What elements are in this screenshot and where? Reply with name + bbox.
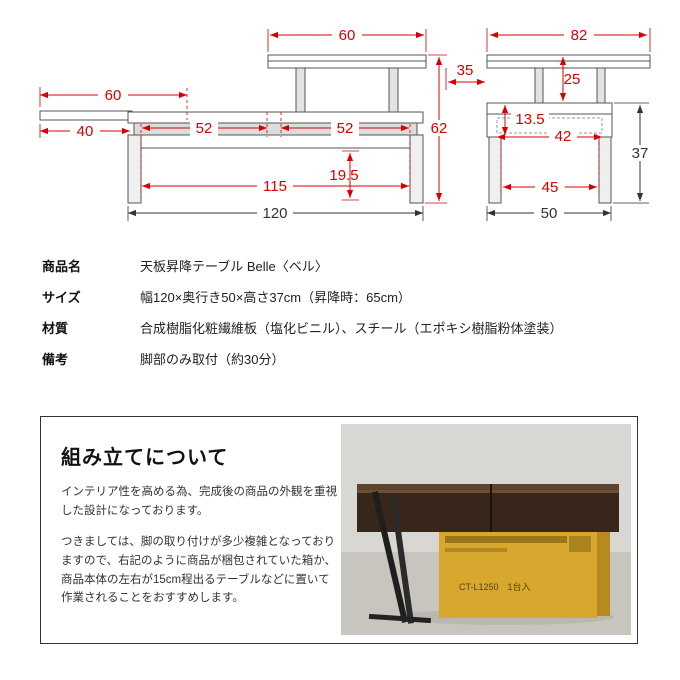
dim-label-front-top-width: 60 [339,27,356,44]
dim-label-front-span-right: 52 [337,120,354,137]
lift-support-b [596,67,606,104]
tabletop-slab [357,484,619,532]
spec-label: サイズ [42,290,81,305]
dimension-diagrams: 60 60 40 52 52 62 [39,27,656,222]
dim-label-front-under-clearance: 19.5 [329,167,358,184]
slide-out-shelf [39,110,133,121]
dim-label-front-span-left: 52 [196,120,213,137]
dim-front-span-left: 52 [142,120,267,137]
dim-side-total-depth: 50 [486,205,612,222]
lift-support-a [534,67,544,104]
assembly-title: 組み立てについて [61,447,229,469]
assembly-photo: CT-L1250 1台入 [341,424,631,635]
leg-front [488,136,502,204]
dim-side-lift-stroke: 25 [559,56,581,101]
dim-side-front-overhang: 35 [445,62,485,90]
dim-label-front-inner-width: 115 [263,178,287,195]
dim-label-side-top-depth: 82 [571,27,588,44]
dim-label-side-inner-top-depth: 42 [555,128,572,145]
dim-front-shelf-width: 60 [39,87,187,107]
spec-table: 商品名 天板昇降テーブル Belle〈ベル〉 サイズ 幅120×奥行き50×高さ… [42,258,642,382]
apron [133,122,418,136]
dim-front-top-width: 60 [267,27,427,52]
lift-support-left [295,67,306,113]
spec-value: 脚部のみ取付（約30分） [140,352,285,367]
dim-front-inner-width: 115 [142,178,409,195]
assembly-paragraph-2: つきましては、脚の取り付けが多少複雑となっておりますので、右記のように商品が梱包… [61,536,336,605]
spec-label: 商品名 [42,259,82,274]
leg-right [409,134,424,204]
dim-label-front-total-width: 120 [262,205,287,222]
spec-value: 幅120×奥行き50×高さ37cm（昇降時：65cm） [140,290,411,305]
dim-side-top-depth: 82 [486,27,651,52]
dim-front-shelf-overhang: 40 [39,123,130,140]
spec-row-material: 材質 合成樹脂化粧繊維板（塩化ビニル）、スチール（エポキシ樹脂粉体塗装） [42,320,642,338]
dim-label-front-shelf-overhang: 40 [77,123,94,140]
dim-label-side-frame-height: 13.5 [515,111,544,128]
spec-value: 天板昇降テーブル Belle〈ベル〉 [140,259,328,274]
dim-front-raised-height: 62 [424,54,454,204]
dim-label-side-inner-depth: 45 [542,179,559,196]
dim-side-frame-height: 13.5 [501,105,549,135]
leg-left [127,134,142,204]
dim-front-span-right: 52 [281,120,409,137]
dim-front-total-width: 120 [127,205,424,222]
dim-label-side-lift-stroke: 25 [564,71,581,88]
dim-side-total-height: 37 [613,102,656,204]
dim-side-inner-depth: 45 [503,179,597,196]
dim-label-side-total-depth: 50 [541,205,558,222]
box-model-label: CT-L1250 1台入 [459,581,531,592]
spec-row-product-name: 商品名 天板昇降テーブル Belle〈ベル〉 [42,258,642,276]
assembly-paragraph-1: インテリア性を高める為、完成後の商品の外観を重視した設計になっております。 [61,486,337,517]
dim-side-inner-top-depth: 42 [497,128,602,145]
spec-value: 合成樹脂化粧繊維板（塩化ビニル）、スチール（エポキシ樹脂粉体塗装） [140,321,563,336]
lift-support-right [388,67,399,113]
dim-label-front-shelf-width: 60 [105,87,122,104]
spec-label: 材質 [42,321,69,336]
spec-row-size: サイズ 幅120×奥行き50×高さ37cm（昇降時：65cm） [42,289,642,307]
cardboard-box: CT-L1250 1台入 [439,530,610,618]
extension-lines-dashed [140,88,600,197]
main-tabletop [127,111,424,124]
leg-back [598,136,612,204]
assembly-note-box: 組み立てについて インテリア性を高める為、完成後の商品の外観を重視した設計になっ… [40,416,638,644]
spec-row-notes: 備考 脚部のみ取付（約30分） [42,351,642,369]
dim-label-side-total-height: 37 [632,145,649,162]
dim-front-under-clearance: 19.5 [329,150,359,201]
dim-label-front-raised-height: 62 [431,120,448,137]
metal-legs [368,491,432,624]
spec-label: 備考 [42,352,69,367]
dim-label-side-front-overhang: 35 [457,62,474,79]
